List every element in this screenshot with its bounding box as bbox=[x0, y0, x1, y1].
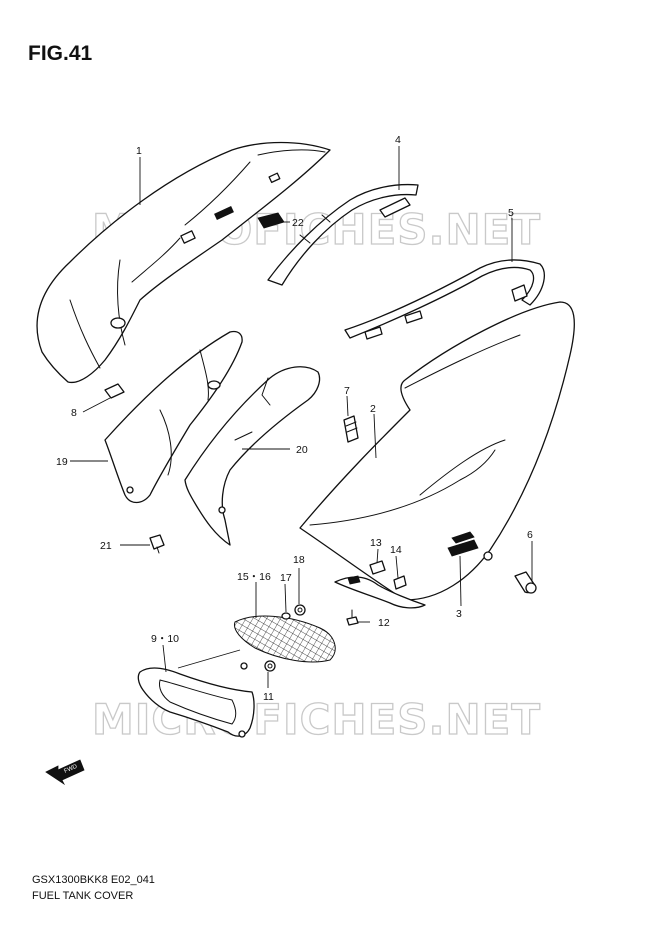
part-19-inner-cover bbox=[104, 330, 243, 504]
callout-1: 1 bbox=[136, 145, 142, 157]
fwd-arrow-icon: FWD bbox=[45, 759, 85, 786]
part-17-washer bbox=[281, 612, 291, 620]
part-13-clip bbox=[369, 560, 386, 575]
fwd-label: FWD bbox=[63, 764, 79, 775]
callout-18: 18 bbox=[293, 554, 305, 566]
part-2-side-cover bbox=[299, 301, 575, 601]
callout-5: 5 bbox=[508, 207, 514, 219]
part-11-nut bbox=[264, 660, 276, 672]
callout-11: 11 bbox=[263, 691, 274, 703]
callout-21: 21 bbox=[100, 540, 112, 552]
callout-8: 8 bbox=[71, 407, 77, 419]
part-20-bracket bbox=[184, 366, 321, 546]
part-15-16-mesh bbox=[233, 615, 336, 663]
callout-3: 3 bbox=[456, 608, 462, 620]
part-3-emblem bbox=[447, 531, 479, 557]
part-6-bolt bbox=[483, 551, 537, 594]
part-8-clip bbox=[104, 383, 125, 399]
diagram-name: FUEL TANK COVER bbox=[32, 890, 134, 902]
part-21-bolt bbox=[149, 534, 165, 554]
callout-13: 13 bbox=[370, 537, 382, 549]
part-18-nut bbox=[294, 604, 306, 616]
part-4-strip bbox=[267, 183, 419, 286]
figure-title: FIG.41 bbox=[28, 42, 93, 65]
part-5-strip bbox=[344, 259, 545, 340]
callout-numbers: 1 4 5 22 8 7 2 19 20 21 13 14 6 18 15・16… bbox=[56, 134, 533, 703]
part-9-10-frame bbox=[137, 662, 255, 738]
callout-15-16: 15・16 bbox=[237, 571, 271, 583]
callout-7: 7 bbox=[344, 385, 350, 397]
callout-4: 4 bbox=[395, 134, 401, 146]
callout-6: 6 bbox=[527, 529, 533, 541]
callout-9-10: 9・10 bbox=[151, 633, 179, 645]
part-2-lower-trim bbox=[334, 575, 426, 609]
callout-12: 12 bbox=[378, 617, 390, 629]
part-14-clip bbox=[393, 575, 407, 590]
callout-14: 14 bbox=[390, 544, 402, 556]
diagram-code: GSX1300BKK8 E02_041 bbox=[32, 874, 155, 886]
callout-22: 22 bbox=[292, 217, 304, 229]
watermark-bottom: MICROFICHES.NET bbox=[92, 695, 541, 744]
callout-17: 17 bbox=[280, 572, 292, 584]
callout-2: 2 bbox=[370, 403, 376, 415]
part-1-upper-cover bbox=[36, 141, 331, 384]
leader-lines bbox=[70, 146, 533, 688]
callout-20: 20 bbox=[296, 444, 308, 456]
part-12-screw bbox=[346, 609, 359, 626]
part-7-bracket bbox=[343, 415, 359, 443]
callout-19: 19 bbox=[56, 456, 68, 468]
